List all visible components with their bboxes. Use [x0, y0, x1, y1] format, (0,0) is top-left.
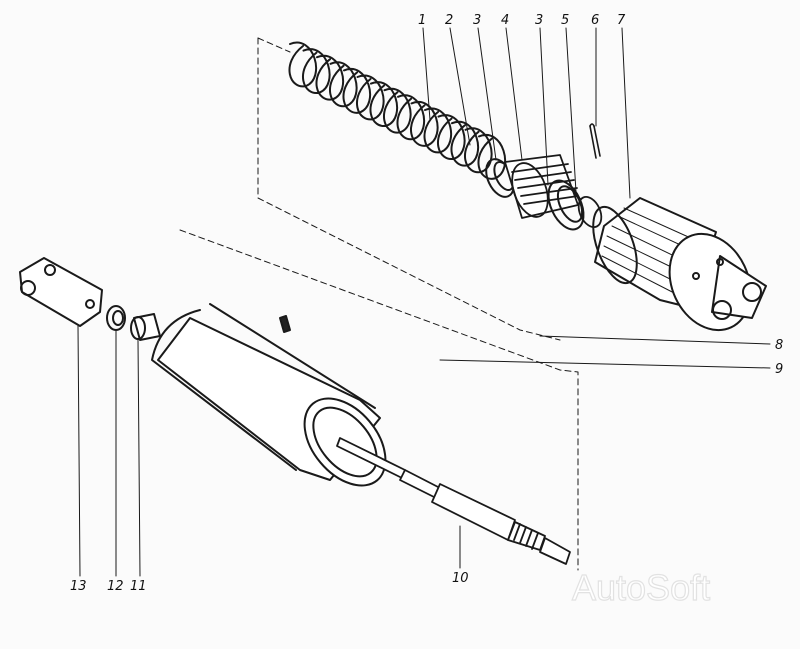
watermark-text: AutoSoft — [572, 567, 710, 608]
coil-spring — [288, 41, 506, 180]
callout-12: 12 — [107, 579, 124, 594]
callout-4: 4 — [501, 13, 509, 28]
callout-11: 11 — [130, 579, 147, 594]
nut-11 — [130, 313, 161, 341]
callout-1: 1 — [418, 13, 426, 28]
cylinder-body — [151, 303, 387, 487]
washer-12 — [106, 305, 126, 331]
piston-rod-10 — [336, 437, 571, 565]
clevis-13 — [19, 257, 103, 327]
rear-washer — [547, 179, 585, 231]
callout-5: 5 — [561, 13, 569, 28]
callout-3a: 3 — [473, 13, 481, 28]
cylinder-7 — [592, 197, 767, 332]
leader-lines — [77, 27, 771, 577]
cotter-pin-6 — [589, 123, 601, 159]
callout-3b: 3 — [535, 13, 543, 28]
callout-2: 2 — [445, 13, 453, 28]
callout-7: 7 — [617, 13, 626, 28]
callout-10: 10 — [452, 571, 469, 586]
callout-8: 8 — [775, 338, 783, 353]
threaded-bushing — [504, 154, 579, 219]
callout-13: 13 — [70, 579, 87, 594]
dash-frame — [179, 37, 579, 571]
callout-6: 6 — [591, 13, 599, 28]
callout-9: 9 — [775, 362, 783, 377]
